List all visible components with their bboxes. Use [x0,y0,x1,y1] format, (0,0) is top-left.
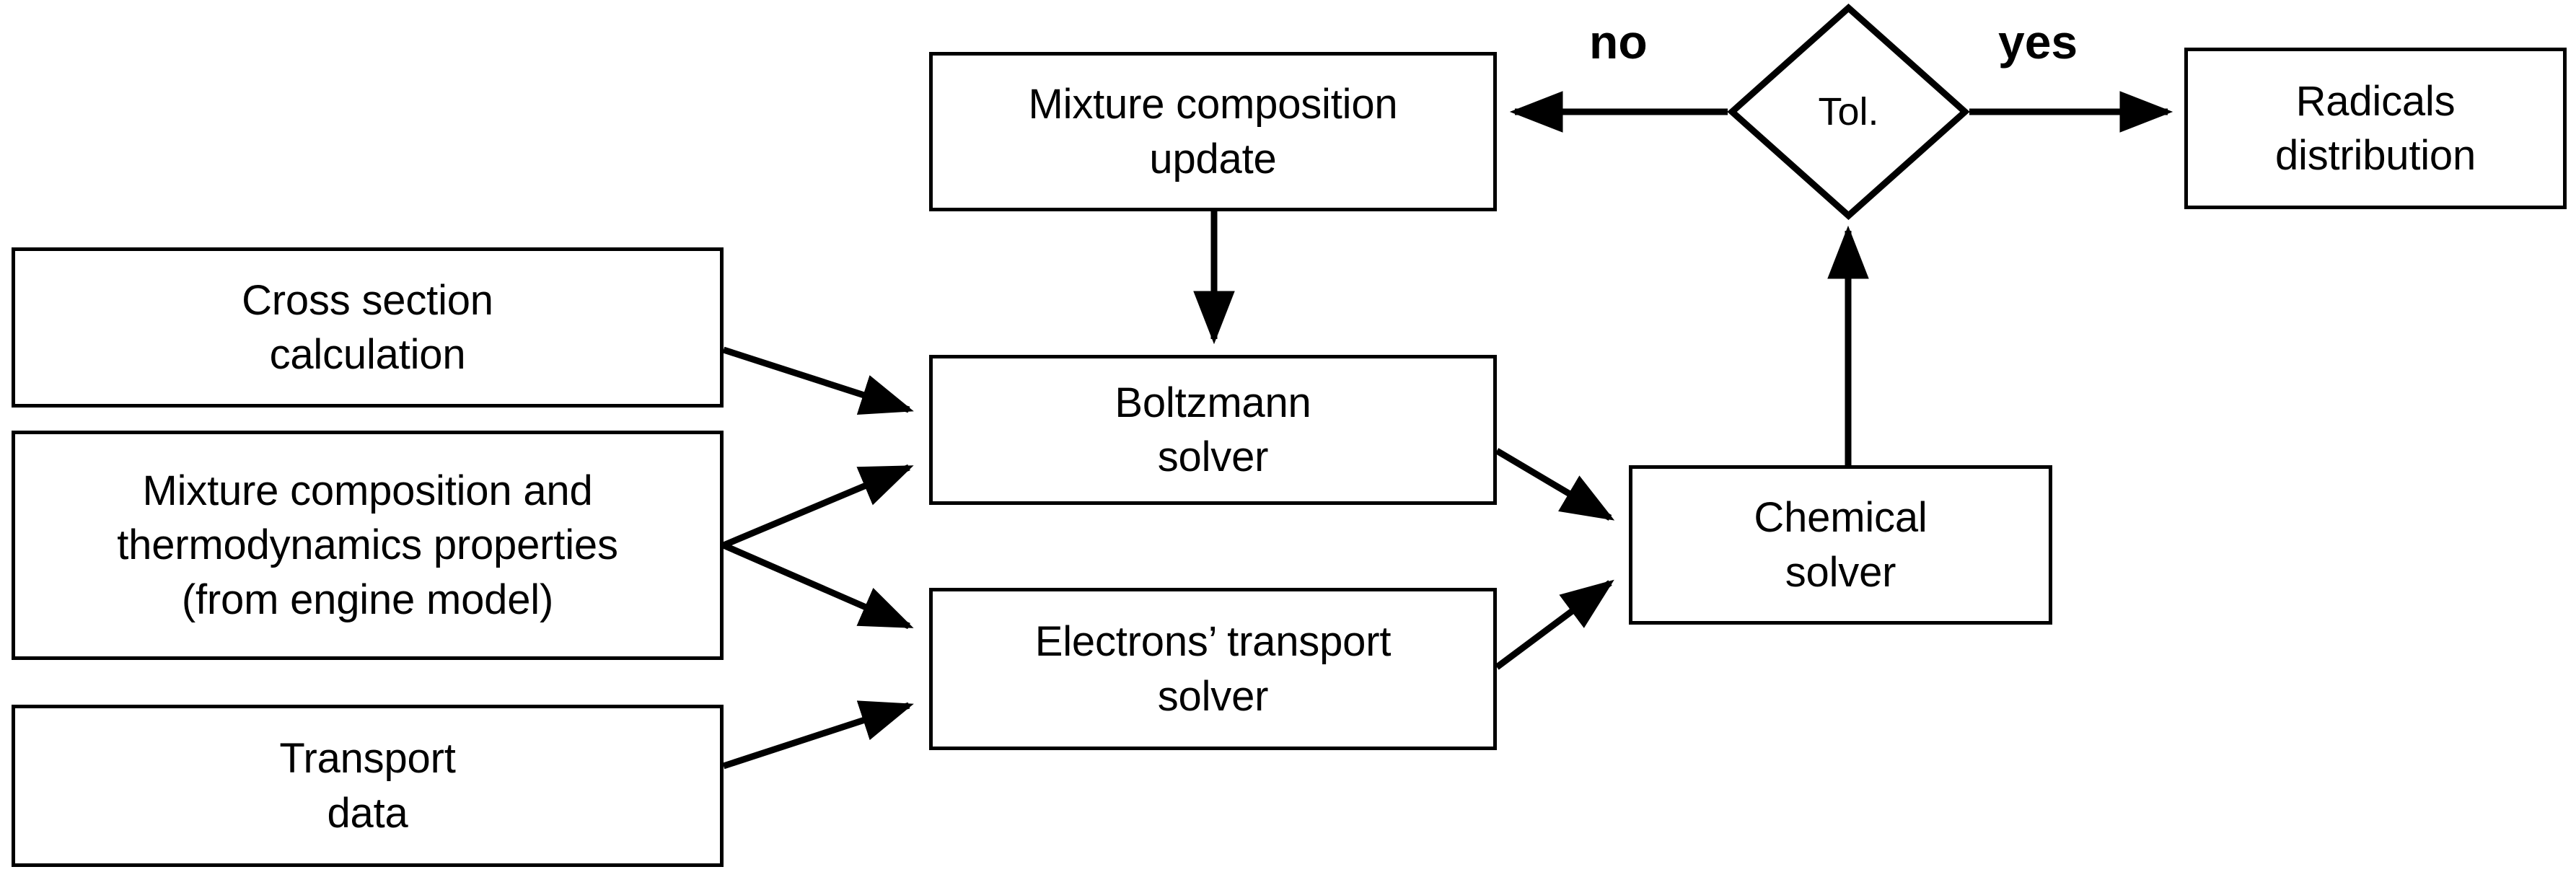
edge-boltzmann-to-chemical [1495,448,1615,521]
node-label: Boltzmann solver [1115,379,1311,480]
node-label: Mixture composition update [1028,81,1398,182]
node-chemical-solver[interactable]: Chemical solver [1629,465,2052,625]
node-label: Electrons’ transport solver [1034,618,1392,720]
node-electrons-transport-solver[interactable]: Electrons’ transport solver [929,588,1497,750]
node-label: Transport data [279,735,456,837]
node-label: Radicals distribution [2274,77,2476,179]
edge-transport-to-electrons [722,700,914,770]
node-transport-data[interactable]: Transport data [12,705,724,867]
edge-mixture-to-electrons [722,542,914,630]
node-label: Mixture composition and thermodynamics p… [117,467,618,623]
node-tolerance-decision[interactable]: Tol. [1728,4,1969,220]
node-boltzmann-solver[interactable]: Boltzmann solver [929,355,1497,505]
diamond-shape [1728,4,1969,220]
edge-mixture-to-boltzmann [722,464,914,549]
node-label: Chemical solver [1754,494,1927,596]
node-mixture-composition-update[interactable]: Mixture composition update [929,52,1497,211]
edge-label-yes: yes [1998,15,2078,69]
node-label: Cross section calculation [242,276,493,378]
node-radicals-distribution[interactable]: Radicals distribution [2184,48,2567,209]
node-cross-section-calculation[interactable]: Cross section calculation [12,247,724,408]
edge-electrons-to-chemical [1495,579,1614,670]
edge-label-no: no [1589,15,1648,69]
edge-cross-section-to-boltzmann [722,346,914,415]
node-mixture-composition-thermo[interactable]: Mixture composition and thermodynamics p… [12,431,724,660]
